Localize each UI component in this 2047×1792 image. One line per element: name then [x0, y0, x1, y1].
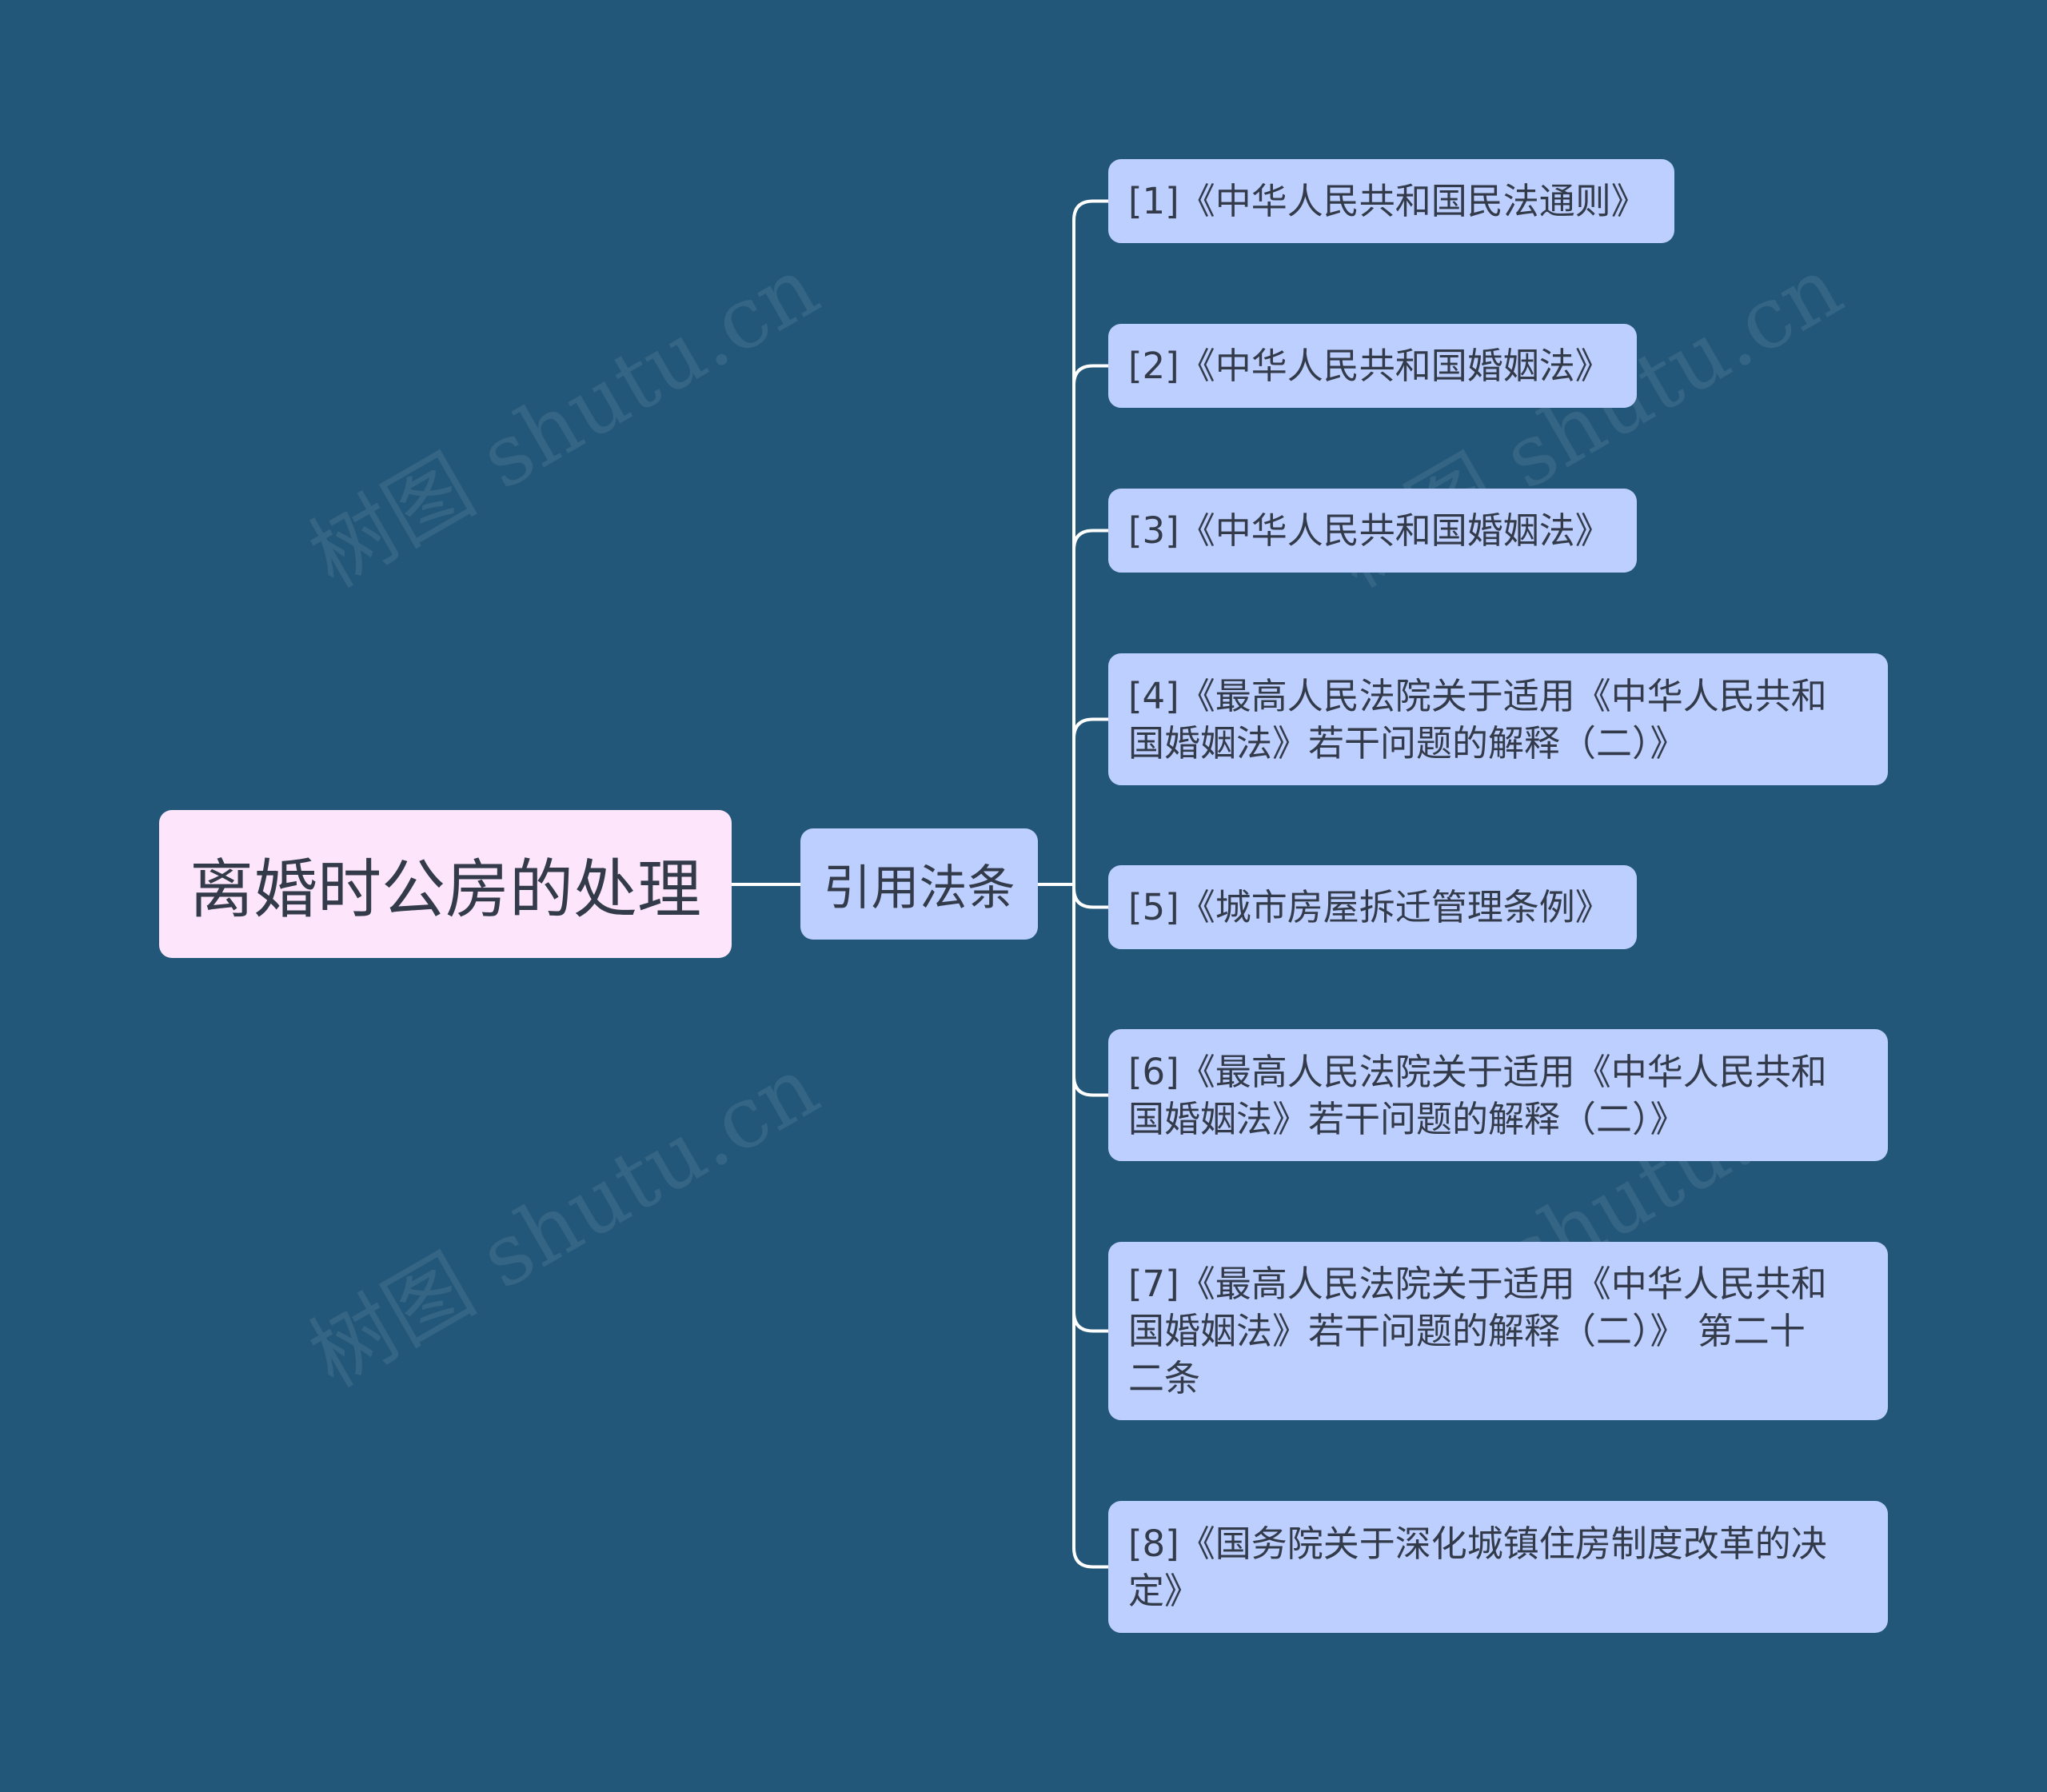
leaf-topic-label: [1]《中华人民共和国民法通则》 — [1128, 180, 1647, 222]
connector-to-leaf-5 — [1072, 884, 1108, 909]
leaf-topic-label: [4]《最高人民法院关于适用《中华人民共和 国婚姻法》若干问题的解释（二）》 — [1128, 674, 1827, 764]
leaf-topic-1[interactable]: [1]《中华人民共和国民法通则》 — [1108, 159, 1674, 243]
connector-to-leaf-2 — [1072, 364, 1108, 884]
connector-to-leaf-1 — [1072, 199, 1108, 884]
branch-topic[interactable]: 引用法条 — [800, 828, 1038, 940]
leaf-topic-label: [5]《城市房屋拆迁管理条例》 — [1128, 886, 1611, 928]
root-topic-label: 离婚时公房的处理 — [190, 852, 701, 927]
leaf-topic-label: [2]《中华人民共和国婚姻法》 — [1128, 345, 1611, 387]
leaf-topic-6[interactable]: [6]《最高人民法院关于适用《中华人民共和 国婚姻法》若干问题的解释（二）》 — [1108, 1029, 1888, 1161]
leaf-topic-label: [8]《国务院关于深化城镇住房制度改革的决 定》 — [1128, 1522, 1827, 1612]
leaf-topic-label: [7]《最高人民法院关于适用《中华人民共和 国婚姻法》若干问题的解释（二）》 第… — [1128, 1263, 1827, 1399]
branch-topic-label: 引用法条 — [823, 860, 1016, 916]
leaf-topic-7[interactable]: [7]《最高人民法院关于适用《中华人民共和 国婚姻法》若干问题的解释（二）》 第… — [1108, 1242, 1888, 1420]
connector-to-leaf-3 — [1072, 529, 1108, 884]
connector-to-leaf-4 — [1072, 717, 1108, 884]
leaf-topic-label: [3]《中华人民共和国婚姻法》 — [1128, 509, 1611, 552]
leaf-topic-8[interactable]: [8]《国务院关于深化城镇住房制度改革的决 定》 — [1108, 1501, 1888, 1633]
leaf-topic-2[interactable]: [2]《中华人民共和国婚姻法》 — [1108, 324, 1637, 408]
leaf-topic-5[interactable]: [5]《城市房屋拆迁管理条例》 — [1108, 865, 1637, 949]
connector-to-leaf-8 — [1072, 884, 1108, 1569]
root-topic[interactable]: 离婚时公房的处理 — [159, 810, 732, 958]
leaf-topic-3[interactable]: [3]《中华人民共和国婚姻法》 — [1108, 489, 1637, 573]
leaf-topic-label: [6]《最高人民法院关于适用《中华人民共和 国婚姻法》若干问题的解释（二）》 — [1128, 1050, 1827, 1140]
connector-to-leaf-6 — [1072, 884, 1108, 1097]
leaf-topic-4[interactable]: [4]《最高人民法院关于适用《中华人民共和 国婚姻法》若干问题的解释（二）》 — [1108, 653, 1888, 785]
connector-to-leaf-7 — [1072, 884, 1108, 1333]
